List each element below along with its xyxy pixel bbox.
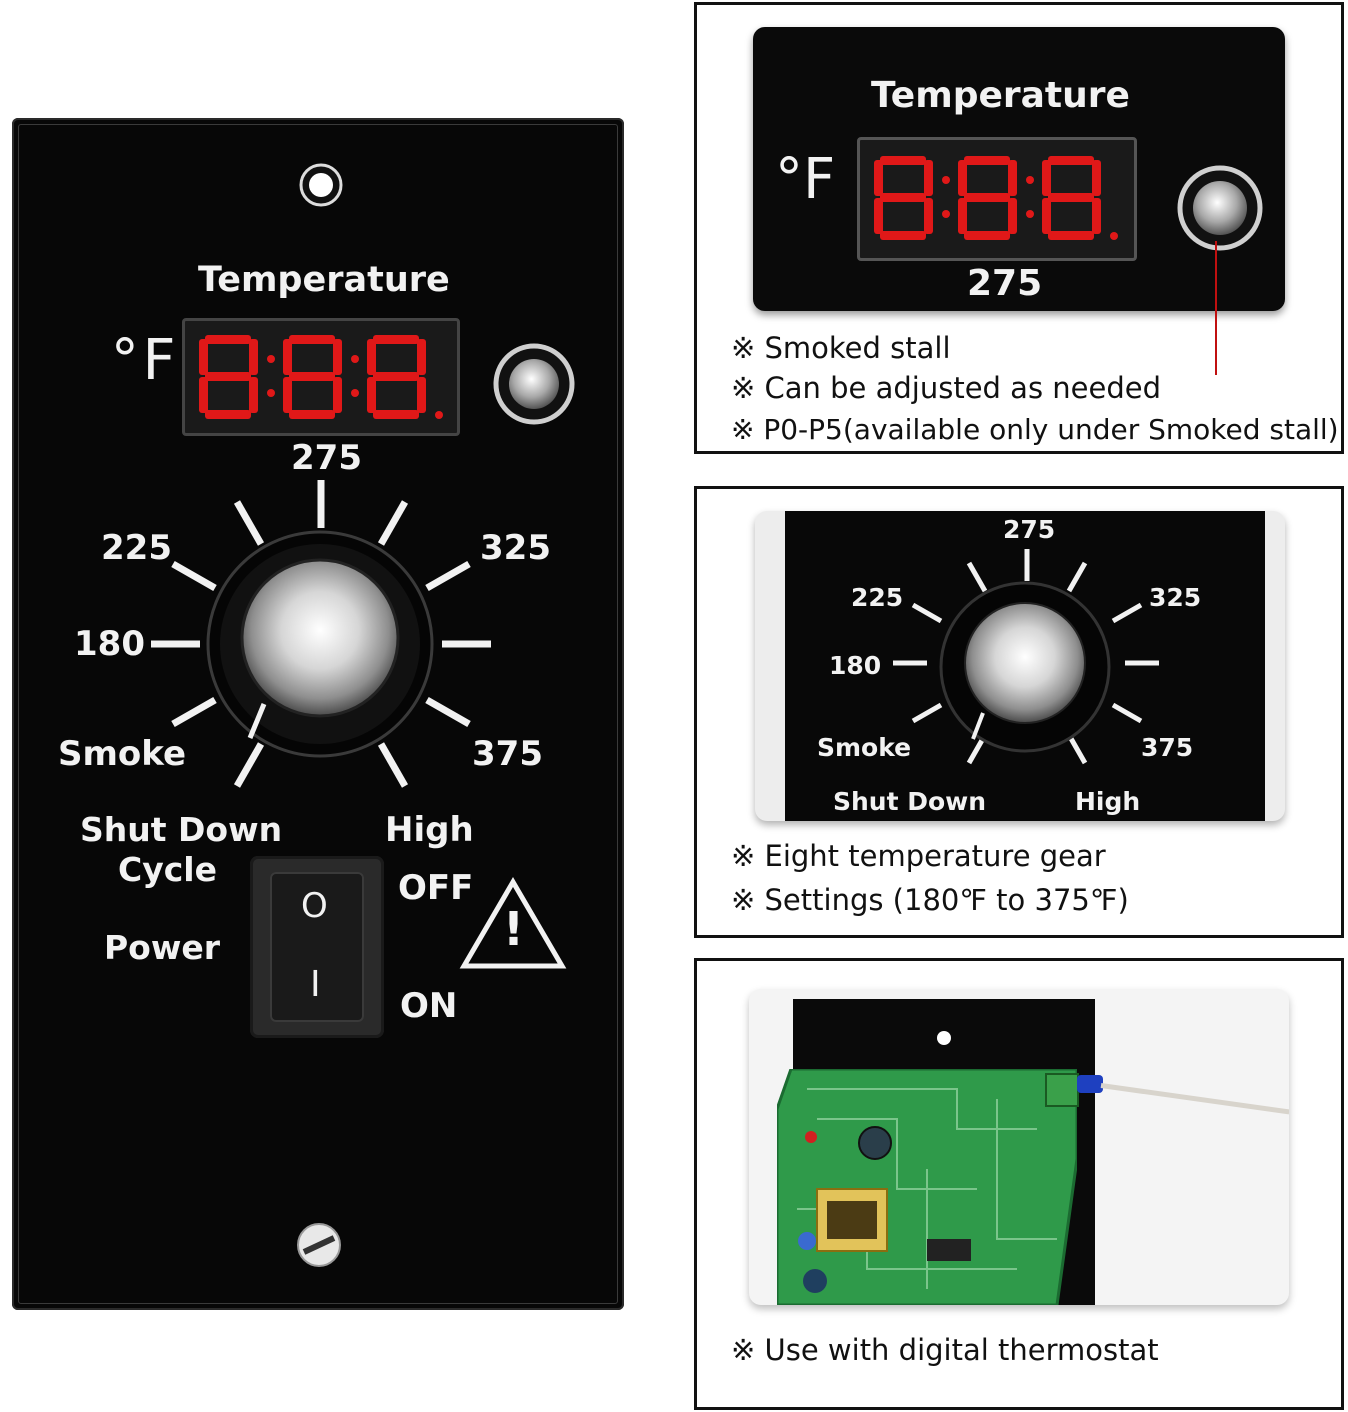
- panel-bevel: [18, 124, 618, 1304]
- dial-label-180: 180: [74, 624, 145, 664]
- closeup-dial-180: 180: [829, 651, 882, 680]
- dial-label-225: 225: [101, 528, 172, 568]
- closeup-unit: °F: [775, 147, 836, 212]
- warning-glyph: !: [503, 902, 524, 956]
- dial-label-high: High: [385, 810, 474, 850]
- on-label: ON: [400, 986, 458, 1026]
- probe-button-icon[interactable]: [492, 342, 576, 426]
- off-label: OFF: [398, 868, 474, 908]
- led-display: [182, 318, 460, 436]
- led-digits: [199, 335, 443, 419]
- probe-connector: [1077, 1075, 1103, 1093]
- terminal-block: [1045, 1073, 1079, 1107]
- box1-note-2: ※ Can be adjusted as needed: [731, 371, 1161, 405]
- dial-label-325: 325: [480, 528, 551, 568]
- rocker-switch-icon[interactable]: O I: [250, 856, 384, 1038]
- closeup-dial-ticks: [893, 549, 1159, 765]
- display-closeup: Temperature °F 275: [753, 27, 1285, 311]
- closeup-dial-325: 325: [1149, 583, 1202, 612]
- screw-icon: [297, 1223, 341, 1267]
- dial-label-cycle: Cycle: [118, 850, 217, 889]
- closeup-dial-375: 375: [1141, 733, 1194, 762]
- closeup-dial-high: High: [1075, 787, 1141, 816]
- dial-closeup: 275 225 325 180 Smoke 375 Shut Down High: [755, 511, 1285, 821]
- box3-note-1: ※ Use with digital thermostat: [731, 1333, 1159, 1367]
- closeup-led-digits: [874, 156, 1118, 240]
- closeup-dial-shutdown: Shut Down: [833, 787, 987, 816]
- detail-box-board: ※ Use with digital thermostat: [694, 958, 1344, 1410]
- closeup-probe-button-icon: [1177, 165, 1263, 251]
- closeup-dial-smoke: Smoke: [817, 733, 912, 762]
- closeup-value: 275: [967, 263, 1043, 304]
- closeup-knob-icon: [939, 581, 1111, 753]
- dial-ticks: [151, 480, 491, 788]
- dial-label-275: 275: [291, 438, 362, 478]
- box1-note-3: ※ P0-P5(available only under Smoked stal…: [731, 413, 1339, 446]
- closeup-dial-275: 275: [1003, 515, 1056, 544]
- closeup-title: Temperature: [871, 75, 1130, 116]
- rocker-face[interactable]: O I: [270, 872, 364, 1022]
- detail-box-dial: 275 225 325 180 Smoke 375 Shut Down High…: [694, 486, 1344, 938]
- warning-triangle-icon: [459, 877, 567, 969]
- board-photo: [749, 989, 1289, 1305]
- closeup-dial-225: 225: [851, 583, 904, 612]
- box2-note-1: ※ Eight temperature gear: [731, 839, 1106, 873]
- dial-label-smoke: Smoke: [58, 734, 187, 774]
- unit-label: °F: [108, 328, 176, 393]
- closeup-led: [857, 137, 1137, 261]
- box2-note-2: ※ Settings (180℉ to 375℉): [731, 883, 1129, 917]
- switch-off-glyph: O: [301, 886, 328, 926]
- box1-note-1: ※ Smoked stall: [731, 331, 951, 365]
- probe-wire: [1100, 1083, 1289, 1115]
- mounting-hole-icon: [299, 163, 343, 207]
- dial-label-shutdown: Shut Down: [80, 810, 283, 849]
- switch-on-glyph: I: [310, 964, 321, 1005]
- panel-title: Temperature: [198, 260, 450, 300]
- control-panel: Temperature °F: [12, 118, 624, 1310]
- dial-closeup-panel: 275 225 325 180 Smoke 375 Shut Down High: [785, 511, 1265, 821]
- temperature-knob-icon[interactable]: [202, 526, 438, 762]
- circuit-board-icon: [777, 1069, 1077, 1305]
- backplate-hole: [937, 1031, 951, 1045]
- power-label: Power: [104, 928, 220, 967]
- pointer-line: [1215, 241, 1217, 375]
- detail-box-display: Temperature °F 275: [694, 2, 1344, 454]
- dial-label-375: 375: [472, 734, 543, 774]
